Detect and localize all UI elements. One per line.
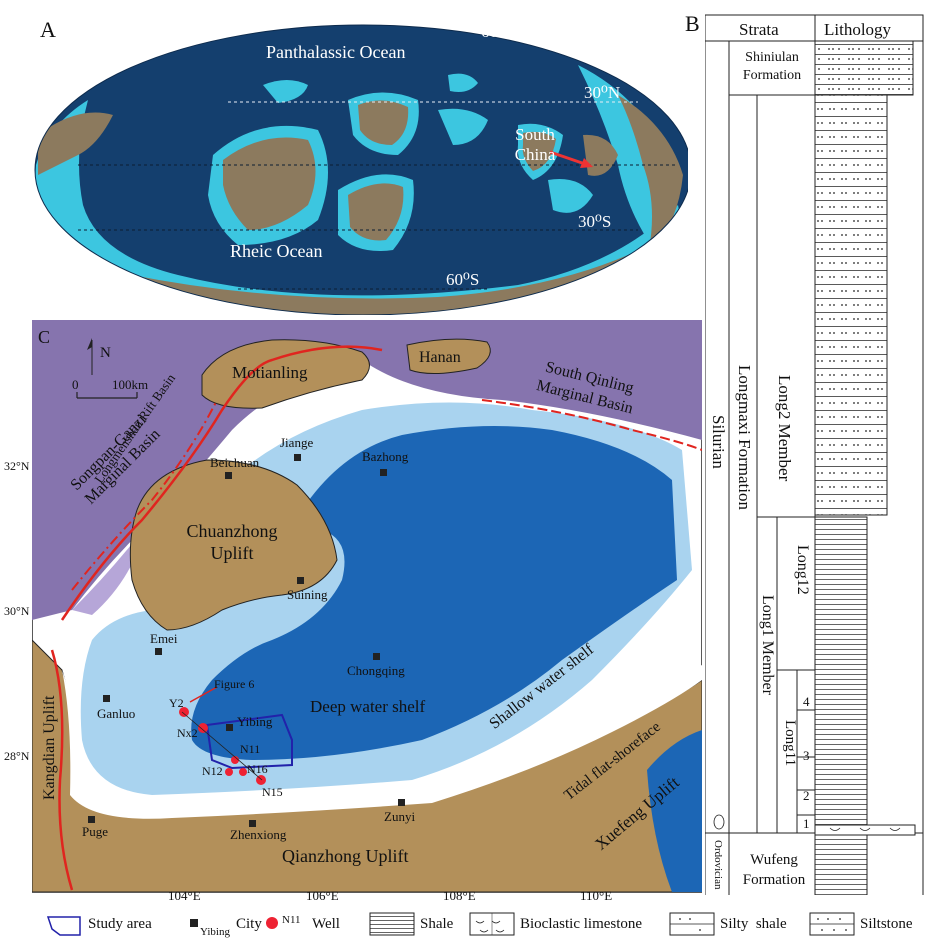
motianling-uplift [201,339,370,409]
lat-30n-label: 30⁰N [584,83,621,102]
globe-map [34,24,692,316]
chuanzhong-uplift-label: Chuanzhong Uplift [186,521,278,563]
legend-silty-shale: Silty shale [720,916,787,932]
well-label: Nx2 [177,726,198,740]
legend-city-example: Yibing [200,926,230,938]
well-label: N11 [240,742,261,756]
city-label: Beichuan [210,455,260,470]
lon-tick: 110°E [580,888,613,903]
sedimentary-facies-map-panel: C N 0 100km Motianling Hanan South Qinli… [4,320,702,900]
city-label: Yibing [237,714,273,729]
long2-label: Long2 Member [775,375,794,482]
city-label: Zhenxiong [230,827,287,842]
sublayer-3: 3 [803,748,810,763]
lat-tick: 32°N [4,459,30,473]
north-arrow-label: N [100,345,111,361]
chuanzhong-uplift [129,459,338,631]
south-china-arrow [549,150,589,167]
legend-study-area: Study area [88,916,152,932]
lon-tick: 106°E [306,888,339,903]
legend-city: City [236,916,262,932]
lon-tick: 108°E [443,888,476,903]
ordovician-system-label: Ordovician [712,840,724,890]
hanan-uplift [406,338,491,375]
deep-shelf-label: Deep water shelf [310,697,426,716]
sublayer-4: 4 [803,694,810,709]
rheic-ocean-label: Rheic Ocean [230,241,323,261]
panel-a-letter: A [40,17,56,42]
city-label: Emei [150,631,178,646]
city-label: Bazhong [362,449,409,464]
strata-column [704,14,924,901]
stratigraphic-column-panel: B Strata Lithology Shiniulan Formation L… [685,5,930,901]
lat-30s-label: 30⁰S [578,212,612,231]
legend-well-example: N11 [282,914,301,926]
long11-label: Long11 [782,720,798,767]
strata-header: Strata [739,20,779,39]
well-label: N16 [247,762,268,776]
lat-tick: 28°N [4,749,30,763]
wufeng-label: Wufeng Formation [742,852,806,888]
ocean-background [35,25,691,315]
well-label: N12 [202,764,223,778]
city-label: Suining [287,587,328,602]
paleogeographic-globe-panel: A Panthalassic Ocean Rheic Ocean South C… [18,5,692,316]
legend-siltstone: Siltstone [860,916,913,932]
panel-c-letter: C [38,327,51,347]
city-label: Chongqing [347,663,405,678]
city-label: Zunyi [384,809,416,824]
study-area-outline [205,713,293,770]
lat-60n-label: 60⁰N [481,22,518,41]
scale-zero: 0 [72,377,79,392]
longmaxi-label: Longmaxi Formation [735,365,754,510]
figure6-label: Figure 6 [214,677,255,691]
hanan-label: Hanan [419,349,461,366]
motianling-label: Motianling [232,363,308,382]
south-china-label: South China [514,125,556,164]
legend-bioclastic-limestone: Bioclastic limestone [520,916,643,932]
long12-label: Long12 [794,545,811,595]
lon-tick: 104°E [168,888,201,903]
legend-symbols [46,912,855,936]
silurian-label: Silurian [709,415,728,469]
legend-well: Well [312,916,340,932]
facies-map [32,320,702,893]
city-label: Jiange [280,435,314,450]
lat-tick: 30°N [4,604,30,618]
legend-shale: Shale [420,916,454,932]
well-label: Y2 [169,696,184,710]
panel-b-letter: B [685,11,700,36]
city-label: Puge [82,824,108,839]
well-label: N15 [262,785,283,799]
city-label: Ganluo [97,706,136,721]
long1-label: Long1 Member [759,595,776,695]
shiniulan-label: Shiniulan Formation [742,50,802,83]
sublayer-1: 1 [803,816,810,831]
lat-60s-label: 60⁰S [446,270,480,289]
panthalassic-ocean-label: Panthalassic Ocean [266,42,406,62]
scale-distance: 100km [112,377,149,392]
lithology-header: Lithology [824,20,892,39]
marginal-basin-area [32,320,702,620]
sublayer-2: 2 [803,788,810,803]
kangdian-uplift-label: Kangdian Uplift [41,695,58,800]
fault-line [60,345,383,621]
map-legend: Study area Yibing City N11 Well Shale Bi… [40,905,930,945]
qianzhong-uplift-label: Qianzhong Uplift [282,846,409,866]
